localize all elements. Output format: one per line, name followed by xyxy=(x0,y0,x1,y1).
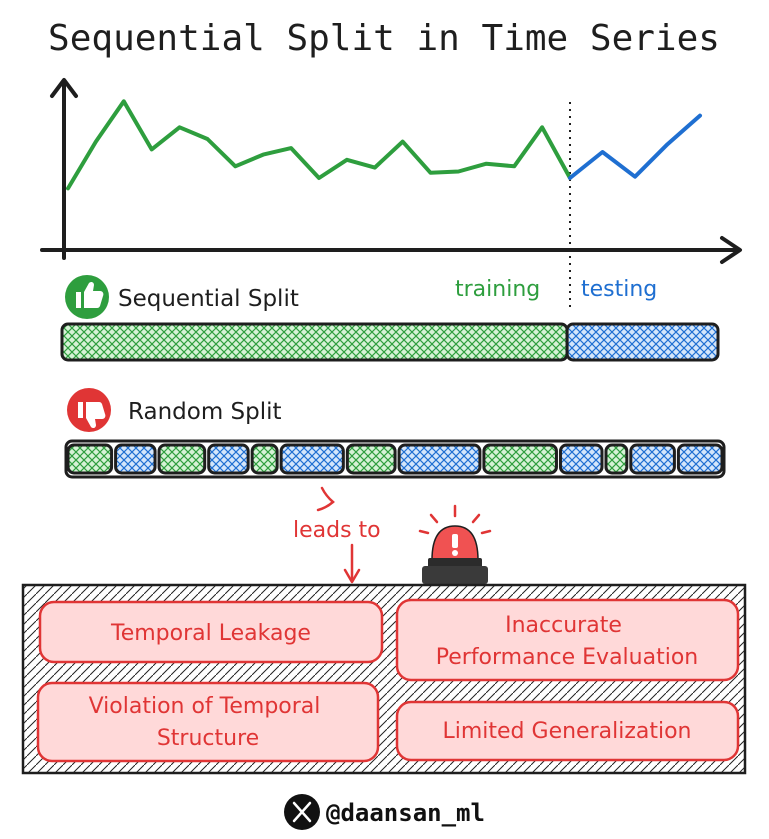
leads-to-label: leads to xyxy=(293,518,381,543)
training-segment xyxy=(345,443,397,475)
testing-segment xyxy=(565,322,720,362)
consequence-inaccurate-evaluation: Inaccurate Performance Evaluation xyxy=(395,598,740,682)
random-split-bar xyxy=(64,439,726,479)
testing-segment xyxy=(397,443,482,475)
testing-label: testing xyxy=(581,277,657,302)
testing-segment xyxy=(558,443,604,475)
sequential-split-label: Sequential Split xyxy=(118,286,299,312)
training-segment xyxy=(60,322,569,362)
author-handle: @daansan_ml xyxy=(326,799,485,827)
page-title: Sequential Split in Time Series xyxy=(48,18,720,59)
consequence-temporal-leakage: Temporal Leakage xyxy=(38,600,384,664)
consequence-label: Inaccurate Performance Evaluation xyxy=(436,613,699,670)
testing-segment xyxy=(279,443,345,475)
training-segment xyxy=(157,443,207,475)
sequential-split-bar xyxy=(60,322,720,362)
testing-segment xyxy=(676,443,724,475)
consequence-label: Limited Generalization xyxy=(442,719,691,744)
training-segment xyxy=(604,443,629,475)
thumbs-up-icon xyxy=(65,275,109,319)
testing-segment xyxy=(207,443,250,475)
chart-axes xyxy=(40,78,742,264)
testing-segment xyxy=(629,443,676,475)
alarm-siren-icon xyxy=(418,504,492,584)
leads-to-arrowhead xyxy=(343,568,361,584)
consequence-limited-generalization: Limited Generalization xyxy=(395,700,740,762)
thumbs-down-icon xyxy=(67,388,111,432)
testing-segment xyxy=(114,443,157,475)
consequence-violation-temporal-structure: Violation of Temporal Structure xyxy=(36,681,380,763)
training-segment xyxy=(482,443,558,475)
consequence-label: Temporal Leakage xyxy=(110,621,311,646)
training-segment xyxy=(250,443,279,475)
testing-series-line xyxy=(568,113,702,180)
y-axis-arrowhead xyxy=(50,78,78,98)
consequence-label: Violation of Temporal Structure xyxy=(89,694,328,751)
training-label: training xyxy=(455,277,540,302)
leads-to-squiggle xyxy=(316,486,335,512)
training-segment xyxy=(66,443,114,475)
random-split-label: Random Split xyxy=(128,399,282,425)
x-axis-arrowhead xyxy=(720,236,742,264)
x-logo-icon xyxy=(284,794,320,830)
training-series-line xyxy=(66,99,572,191)
